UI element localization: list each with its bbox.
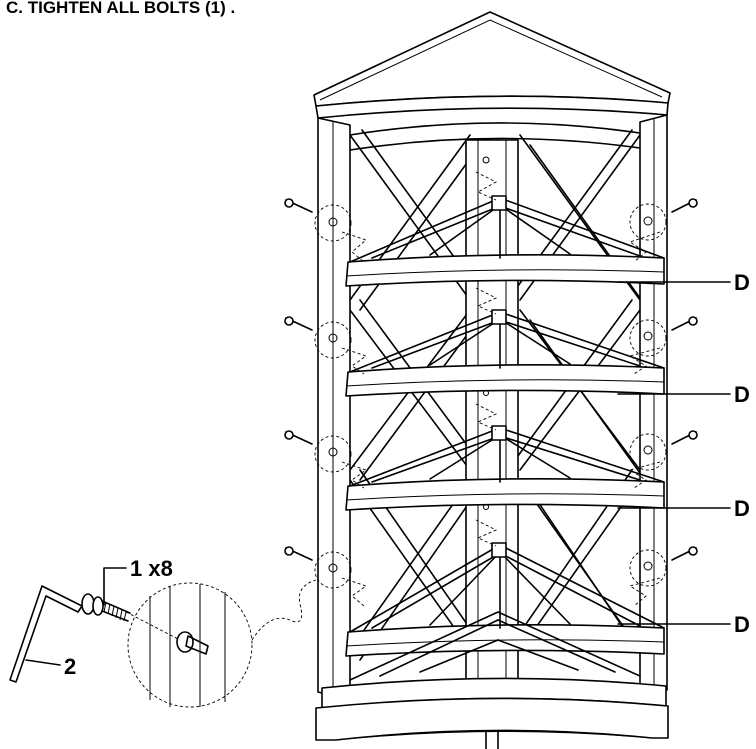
bolt-left-1 — [284, 198, 352, 242]
assembly-guide-lines — [341, 171, 661, 607]
right-front-post — [639, 114, 668, 699]
bolt-right-4 — [629, 546, 698, 587]
bolt-right-3 — [629, 430, 698, 471]
allen-key — [9, 585, 83, 683]
bolt-right-1 — [629, 198, 698, 241]
bolt-right-2 — [629, 316, 698, 357]
callout-allen-key: 2 — [64, 654, 76, 679]
shelf-frame-1 — [345, 195, 665, 287]
callout-shelf-2: D — [734, 382, 750, 407]
shelf-frame-4 — [345, 542, 665, 657]
bolt-left-3 — [284, 430, 352, 473]
bolt-hardware — [81, 567, 131, 622]
step-instruction: C. TIGHTEN ALL BOLTS (1) . — [6, 0, 235, 17]
callout-shelf-3: D — [734, 496, 750, 521]
shelf-callout-lines — [617, 281, 731, 625]
cabinet-top — [313, 11, 671, 119]
center-back-post — [465, 139, 519, 749]
corner-shelf-cabinet — [313, 11, 671, 749]
bolt-positions — [284, 198, 698, 589]
detail-connector-line — [251, 579, 317, 641]
bolt-left-2 — [284, 316, 352, 359]
detail-magnifier-circle — [127, 582, 253, 708]
callout-shelf-4: D — [734, 612, 750, 637]
callout-shelf-1: D — [734, 270, 750, 295]
callout-bolt-quantity: 1 x8 — [130, 556, 173, 581]
cabinet-plinth — [315, 697, 669, 741]
bolt-left-4 — [284, 546, 352, 589]
shelf-frame-3 — [345, 425, 665, 511]
bolt-detail-view — [125, 579, 317, 708]
